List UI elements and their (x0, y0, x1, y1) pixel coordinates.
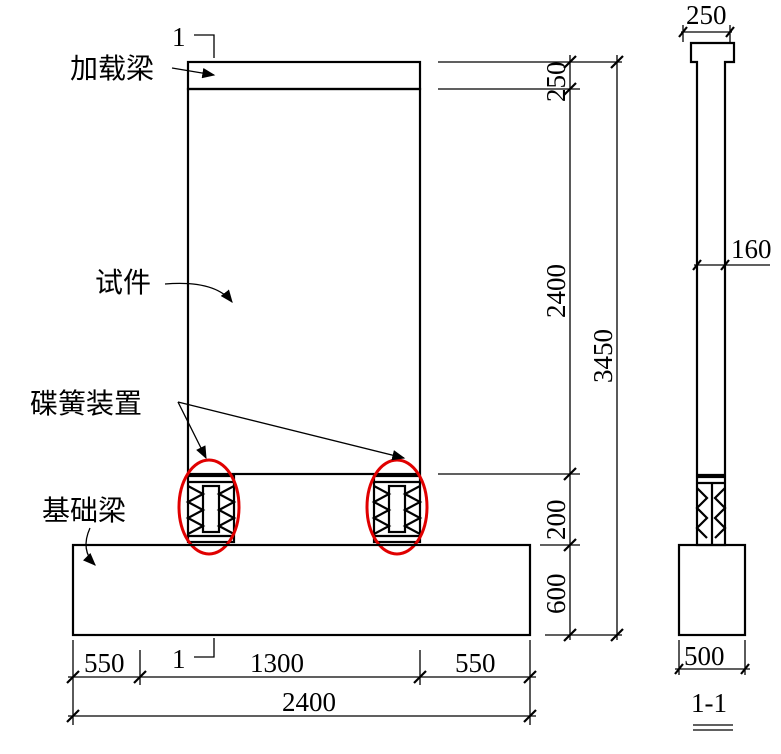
dim-250: 250 (541, 62, 571, 103)
dim-2400-total: 2400 (282, 687, 336, 717)
dim-section-500: 500 (684, 641, 725, 671)
vertical-dimensions: 250 2400 200 600 3450 (438, 55, 624, 642)
section-wall (689, 41, 736, 477)
dim-200: 200 (541, 500, 571, 541)
dim-section-250: 250 (686, 0, 727, 30)
label-specimen: 试件 (95, 266, 151, 299)
wall-specimen (186, 87, 422, 476)
dim-600: 600 (541, 574, 571, 615)
elevation-view: 加载梁 试件 碟簧装置 基础梁 1 1 250 (30, 22, 624, 725)
label-foundation-beam: 基础梁 (42, 494, 126, 527)
disc-spring-left (186, 474, 236, 544)
section-title: 1-1 (691, 688, 727, 718)
dim-550-left: 550 (84, 648, 125, 678)
loading-beam (186, 60, 422, 91)
horizontal-dimensions: 550 1300 550 2400 (66, 640, 537, 725)
label-loading-beam: 加载梁 (70, 52, 154, 85)
dim-section-160: 160 (731, 234, 772, 264)
label-disc-spring-device: 碟簧装置 (30, 387, 142, 420)
section-foundation (677, 543, 747, 637)
highlight-left (177, 458, 241, 556)
foundation-beam (71, 543, 532, 637)
section-mark-bottom: 1 (172, 644, 186, 674)
dim-2400: 2400 (541, 264, 571, 318)
dim-3450: 3450 (588, 329, 618, 383)
section-mark-top: 1 (172, 22, 186, 52)
dim-1300: 1300 (250, 648, 304, 678)
section-spring (695, 475, 727, 547)
section-view: 250 160 500 1-1 (674, 0, 772, 731)
dim-550-right: 550 (455, 648, 496, 678)
disc-spring-right (372, 474, 422, 544)
